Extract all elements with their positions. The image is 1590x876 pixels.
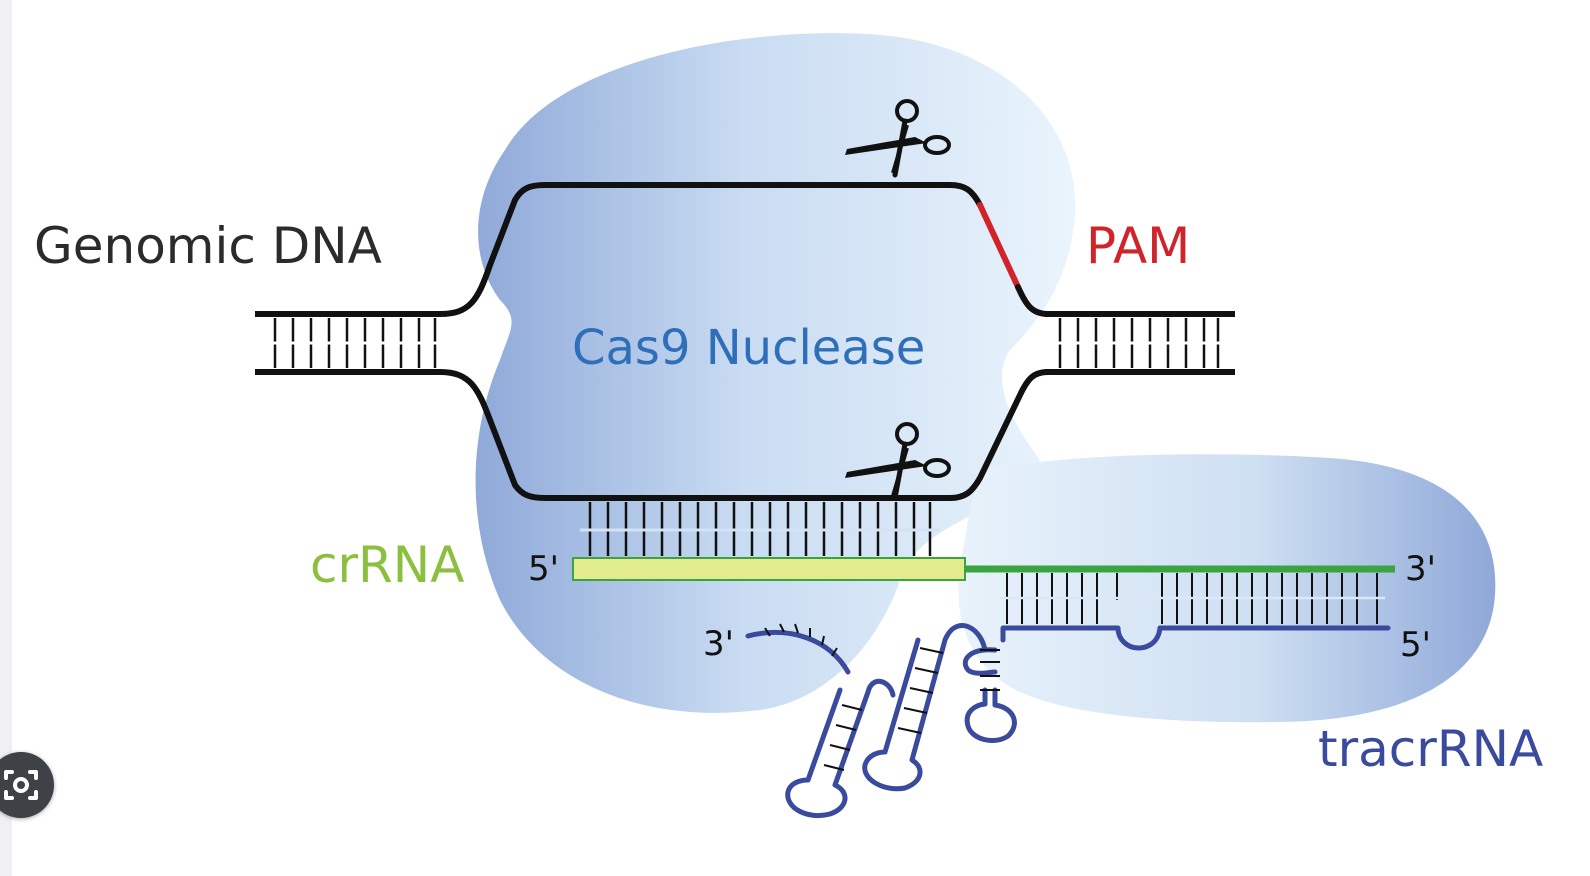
- tracrrna-strand: [745, 623, 1391, 818]
- pam-segment: [977, 202, 1021, 290]
- label-tracr-3prime: 3': [703, 624, 734, 664]
- cas9-lower-lobe: [958, 454, 1496, 723]
- dna-bottom-strand: [437, 369, 1051, 501]
- left-edge-strip: [0, 0, 12, 876]
- dna-top-strand-right: [1015, 284, 1051, 317]
- dna-left-duplex: [255, 311, 440, 375]
- label-crrna: crRNA: [310, 536, 464, 594]
- dna-top-strand: [437, 182, 983, 317]
- tracrrna-hairpin-rungs: [764, 623, 1000, 771]
- cas9-protein-body: [475, 33, 1496, 723]
- label-genomic-dna: Genomic DNA: [34, 217, 382, 275]
- crrna-guide-segment: [572, 557, 966, 581]
- label-crrna-3prime: 3': [1405, 549, 1436, 589]
- label-tracrrna: tracrRNA: [1318, 720, 1543, 778]
- scissors-icon: [845, 422, 951, 501]
- label-tracr-5prime: 5': [1400, 625, 1431, 665]
- dna-right-duplex: [1045, 311, 1235, 375]
- google-lens-icon: [4, 770, 38, 800]
- label-crrna-5prime: 5': [528, 549, 559, 589]
- google-lens-button[interactable]: [0, 752, 54, 818]
- label-pam: PAM: [1086, 217, 1190, 275]
- scissors-icon: [845, 99, 951, 178]
- label-cas9-nuclease: Cas9 Nuclease: [572, 320, 925, 376]
